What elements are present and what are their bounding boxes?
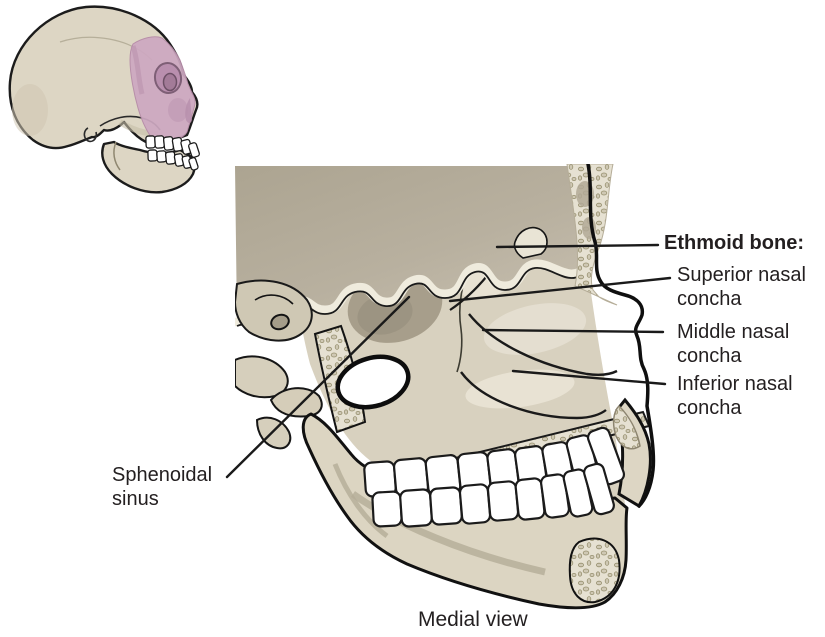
label-sphenoidal-sinus: Sphenoidal sinus	[112, 464, 213, 510]
main-medial-view-illustration	[235, 164, 656, 610]
lower-teeth	[371, 462, 615, 528]
crista-galli	[513, 226, 548, 259]
inset-skull-thumbnail	[8, 5, 200, 194]
facial-profile-outline	[586, 164, 656, 508]
label-middle-nasal-concha: Middle nasal concha	[677, 321, 790, 367]
inset-highlight-shading	[130, 45, 145, 95]
occipital-condyle-area	[235, 355, 289, 399]
inset-ramus-line	[113, 141, 121, 171]
inset-maxilla-shading	[168, 98, 188, 122]
inset-teeth	[145, 135, 200, 171]
mylohyoid-line-shading	[350, 491, 546, 576]
inset-orbit-hole	[162, 72, 178, 92]
label-superior-nasal-concha: Superior nasal concha	[677, 264, 806, 310]
label-ethmoid-bone: Ethmoid bone:	[664, 232, 804, 254]
inset-occipital-shading	[12, 84, 48, 136]
inset-ear-canal	[83, 127, 98, 143]
chin-cut-spongy	[568, 537, 621, 604]
inferior-concha-line	[460, 371, 607, 420]
tmj-area	[269, 387, 323, 418]
figure-caption: Medial view	[418, 608, 528, 631]
label-inferior-nasal-concha: Inferior nasal concha	[677, 373, 793, 419]
styloid-area	[255, 416, 292, 450]
premaxilla-spongy	[612, 404, 641, 450]
inset-nasal-aperture	[185, 98, 192, 123]
